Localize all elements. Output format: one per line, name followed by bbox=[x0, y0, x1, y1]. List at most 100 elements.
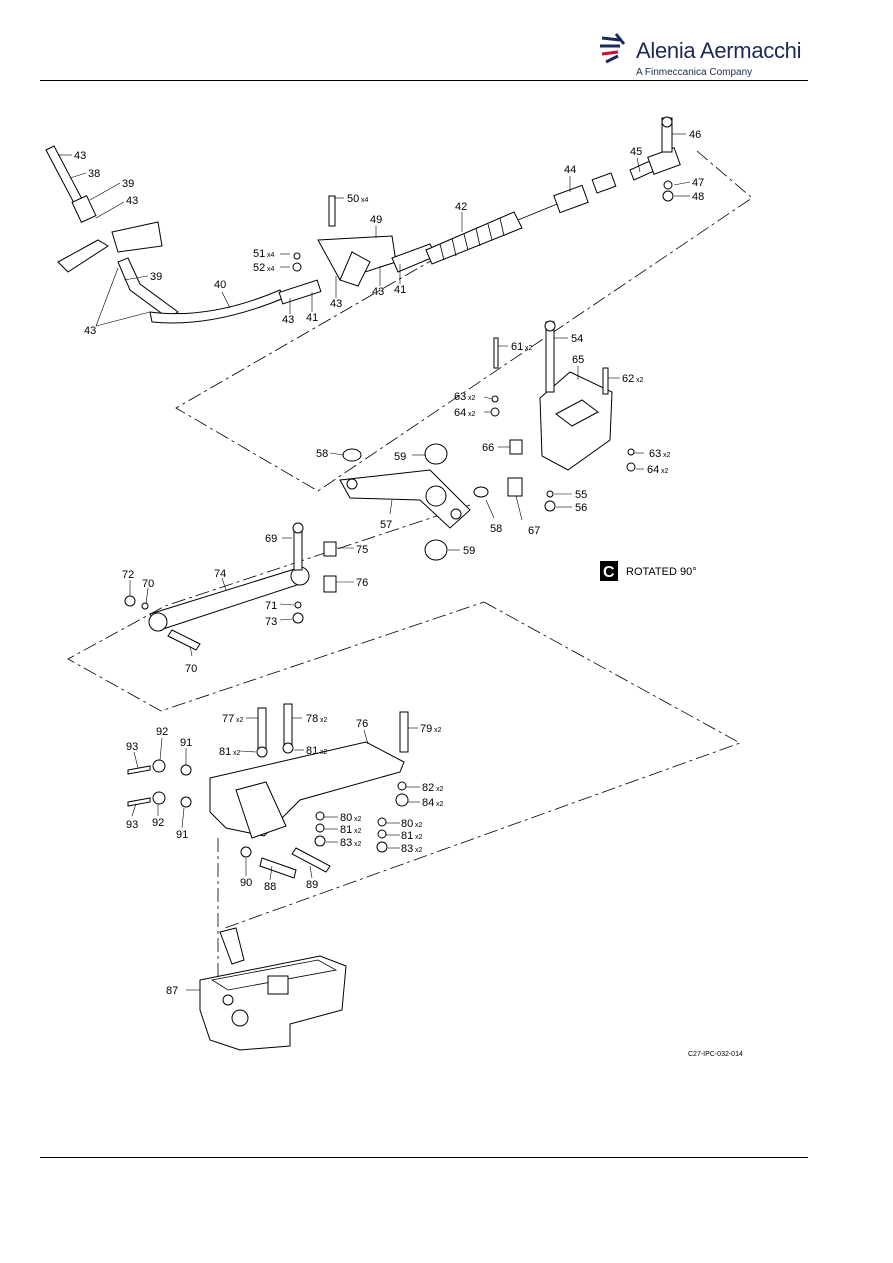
leader-lines bbox=[58, 133, 691, 991]
callout-82: 80 bbox=[401, 818, 413, 830]
callout-39: 39 bbox=[150, 271, 162, 283]
qty-x4: x4 bbox=[267, 266, 275, 273]
callout-55: 55 bbox=[575, 489, 587, 501]
callout-78: 76 bbox=[356, 718, 368, 730]
callout-63: 63 bbox=[649, 448, 661, 460]
callout-75: 74 bbox=[214, 568, 226, 580]
callout-43: 43 bbox=[84, 325, 96, 337]
rotated-note-text: ROTATED 90° bbox=[626, 566, 697, 578]
callout-83: 81 bbox=[340, 824, 352, 836]
callout-90: 90 bbox=[240, 877, 252, 889]
qty-x2: x2 bbox=[436, 786, 444, 793]
callout-59: 59 bbox=[463, 545, 475, 557]
qty-x4: x4 bbox=[361, 197, 369, 204]
callout-85: 83 bbox=[340, 837, 352, 849]
plane-boundary-middle bbox=[67, 504, 485, 712]
callout-85: 83 bbox=[401, 843, 413, 855]
callout-64: 64 bbox=[647, 464, 659, 476]
callout-89: 89 bbox=[306, 879, 318, 891]
callout-59: 59 bbox=[394, 451, 406, 463]
brand-subtitle: A Finmeccanica Company bbox=[636, 67, 753, 78]
qty-x2: x2 bbox=[468, 411, 476, 418]
callout-44: 44 bbox=[564, 164, 576, 176]
callout-43: 43 bbox=[74, 150, 86, 162]
callout-labels: 43 38 39 43 39 43 40 43 41 43 43 41 42 4… bbox=[74, 129, 704, 997]
callout-43: 43 bbox=[372, 286, 384, 298]
callout-91: 91 bbox=[180, 737, 192, 749]
callout-40: 40 bbox=[214, 279, 226, 291]
callout-41: 41 bbox=[306, 312, 318, 324]
callout-51: 51 bbox=[253, 248, 265, 260]
callout-66: 66 bbox=[482, 442, 494, 454]
qty-x2: x2 bbox=[636, 377, 644, 384]
callout-83: 81 bbox=[401, 830, 413, 842]
qty-x2: x2 bbox=[236, 717, 244, 724]
qty-x2: x2 bbox=[354, 816, 362, 823]
callout-64: 64 bbox=[454, 407, 466, 419]
callout-49: 49 bbox=[370, 214, 382, 226]
callout-46: 46 bbox=[689, 129, 701, 141]
callout-71: 71 bbox=[265, 600, 277, 612]
callout-54: 54 bbox=[571, 333, 583, 345]
callout-92: 92 bbox=[156, 726, 168, 738]
qty-x2: x2 bbox=[663, 452, 671, 459]
callout-81: 79 bbox=[420, 723, 432, 735]
callout-91: 91 bbox=[176, 829, 188, 841]
qty-x2: x2 bbox=[354, 841, 362, 848]
qty-x2: x2 bbox=[415, 822, 423, 829]
callout-63: 63 bbox=[454, 391, 466, 403]
callout-61: 61 bbox=[511, 341, 523, 353]
bracket-assembly bbox=[339, 320, 636, 561]
callout-79: 77 bbox=[222, 713, 234, 725]
qty-x2: x2 bbox=[415, 847, 423, 854]
qty-x2: x2 bbox=[320, 749, 328, 756]
callout-83: 81 bbox=[306, 745, 318, 757]
qty-x2: x2 bbox=[525, 345, 533, 352]
callout-43: 43 bbox=[282, 314, 294, 326]
callout-74: 72 bbox=[122, 569, 134, 581]
brand-name: Alenia Aermacchi bbox=[636, 38, 802, 63]
callout-38: 38 bbox=[88, 168, 100, 180]
brand-logo: Alenia Aermacchi A Finmeccanica Company bbox=[598, 24, 802, 82]
header-rule bbox=[40, 80, 808, 81]
callout-47: 47 bbox=[692, 177, 704, 189]
plane-boundary-lower bbox=[224, 601, 741, 929]
qty-x2: x2 bbox=[233, 750, 241, 757]
callout-45: 45 bbox=[630, 146, 642, 158]
callout-48: 48 bbox=[692, 191, 704, 203]
callout-88: 88 bbox=[264, 881, 276, 893]
qty-x2: x2 bbox=[434, 727, 442, 734]
rotated-badge-letter: C bbox=[603, 564, 615, 581]
callout-70: 70 bbox=[185, 663, 197, 675]
callout-62: 62 bbox=[622, 373, 634, 385]
callout-73: 73 bbox=[265, 616, 277, 628]
callout-58: 58 bbox=[490, 523, 502, 535]
lower-bracket-assembly bbox=[127, 703, 409, 879]
callout-93: 93 bbox=[126, 819, 138, 831]
callout-58: 58 bbox=[316, 448, 328, 460]
callout-42: 42 bbox=[455, 201, 467, 213]
qty-x4: x4 bbox=[267, 252, 275, 259]
callout-92: 92 bbox=[152, 817, 164, 829]
link-rod-assembly bbox=[124, 522, 337, 651]
callout-67: 67 bbox=[528, 525, 540, 537]
callout-43: 43 bbox=[330, 298, 342, 310]
callout-80: 78 bbox=[306, 713, 318, 725]
callout-87: 87 bbox=[166, 985, 178, 997]
qty-x2: x2 bbox=[354, 828, 362, 835]
callout-86: 84 bbox=[422, 797, 434, 809]
plane-boundary-top bbox=[175, 150, 753, 492]
callout-69: 69 bbox=[265, 533, 277, 545]
qty-x2: x2 bbox=[436, 801, 444, 808]
callout-77: 76 bbox=[356, 577, 368, 589]
callout-76: 75 bbox=[356, 544, 368, 556]
callout-82: 80 bbox=[340, 812, 352, 824]
cable-assembly bbox=[45, 116, 681, 324]
callout-57: 57 bbox=[380, 519, 392, 531]
callout-41: 41 bbox=[394, 284, 406, 296]
callout-43: 43 bbox=[126, 195, 138, 207]
callout-93: 93 bbox=[126, 741, 138, 753]
callout-56: 56 bbox=[575, 502, 587, 514]
footer-rule bbox=[40, 1157, 808, 1158]
